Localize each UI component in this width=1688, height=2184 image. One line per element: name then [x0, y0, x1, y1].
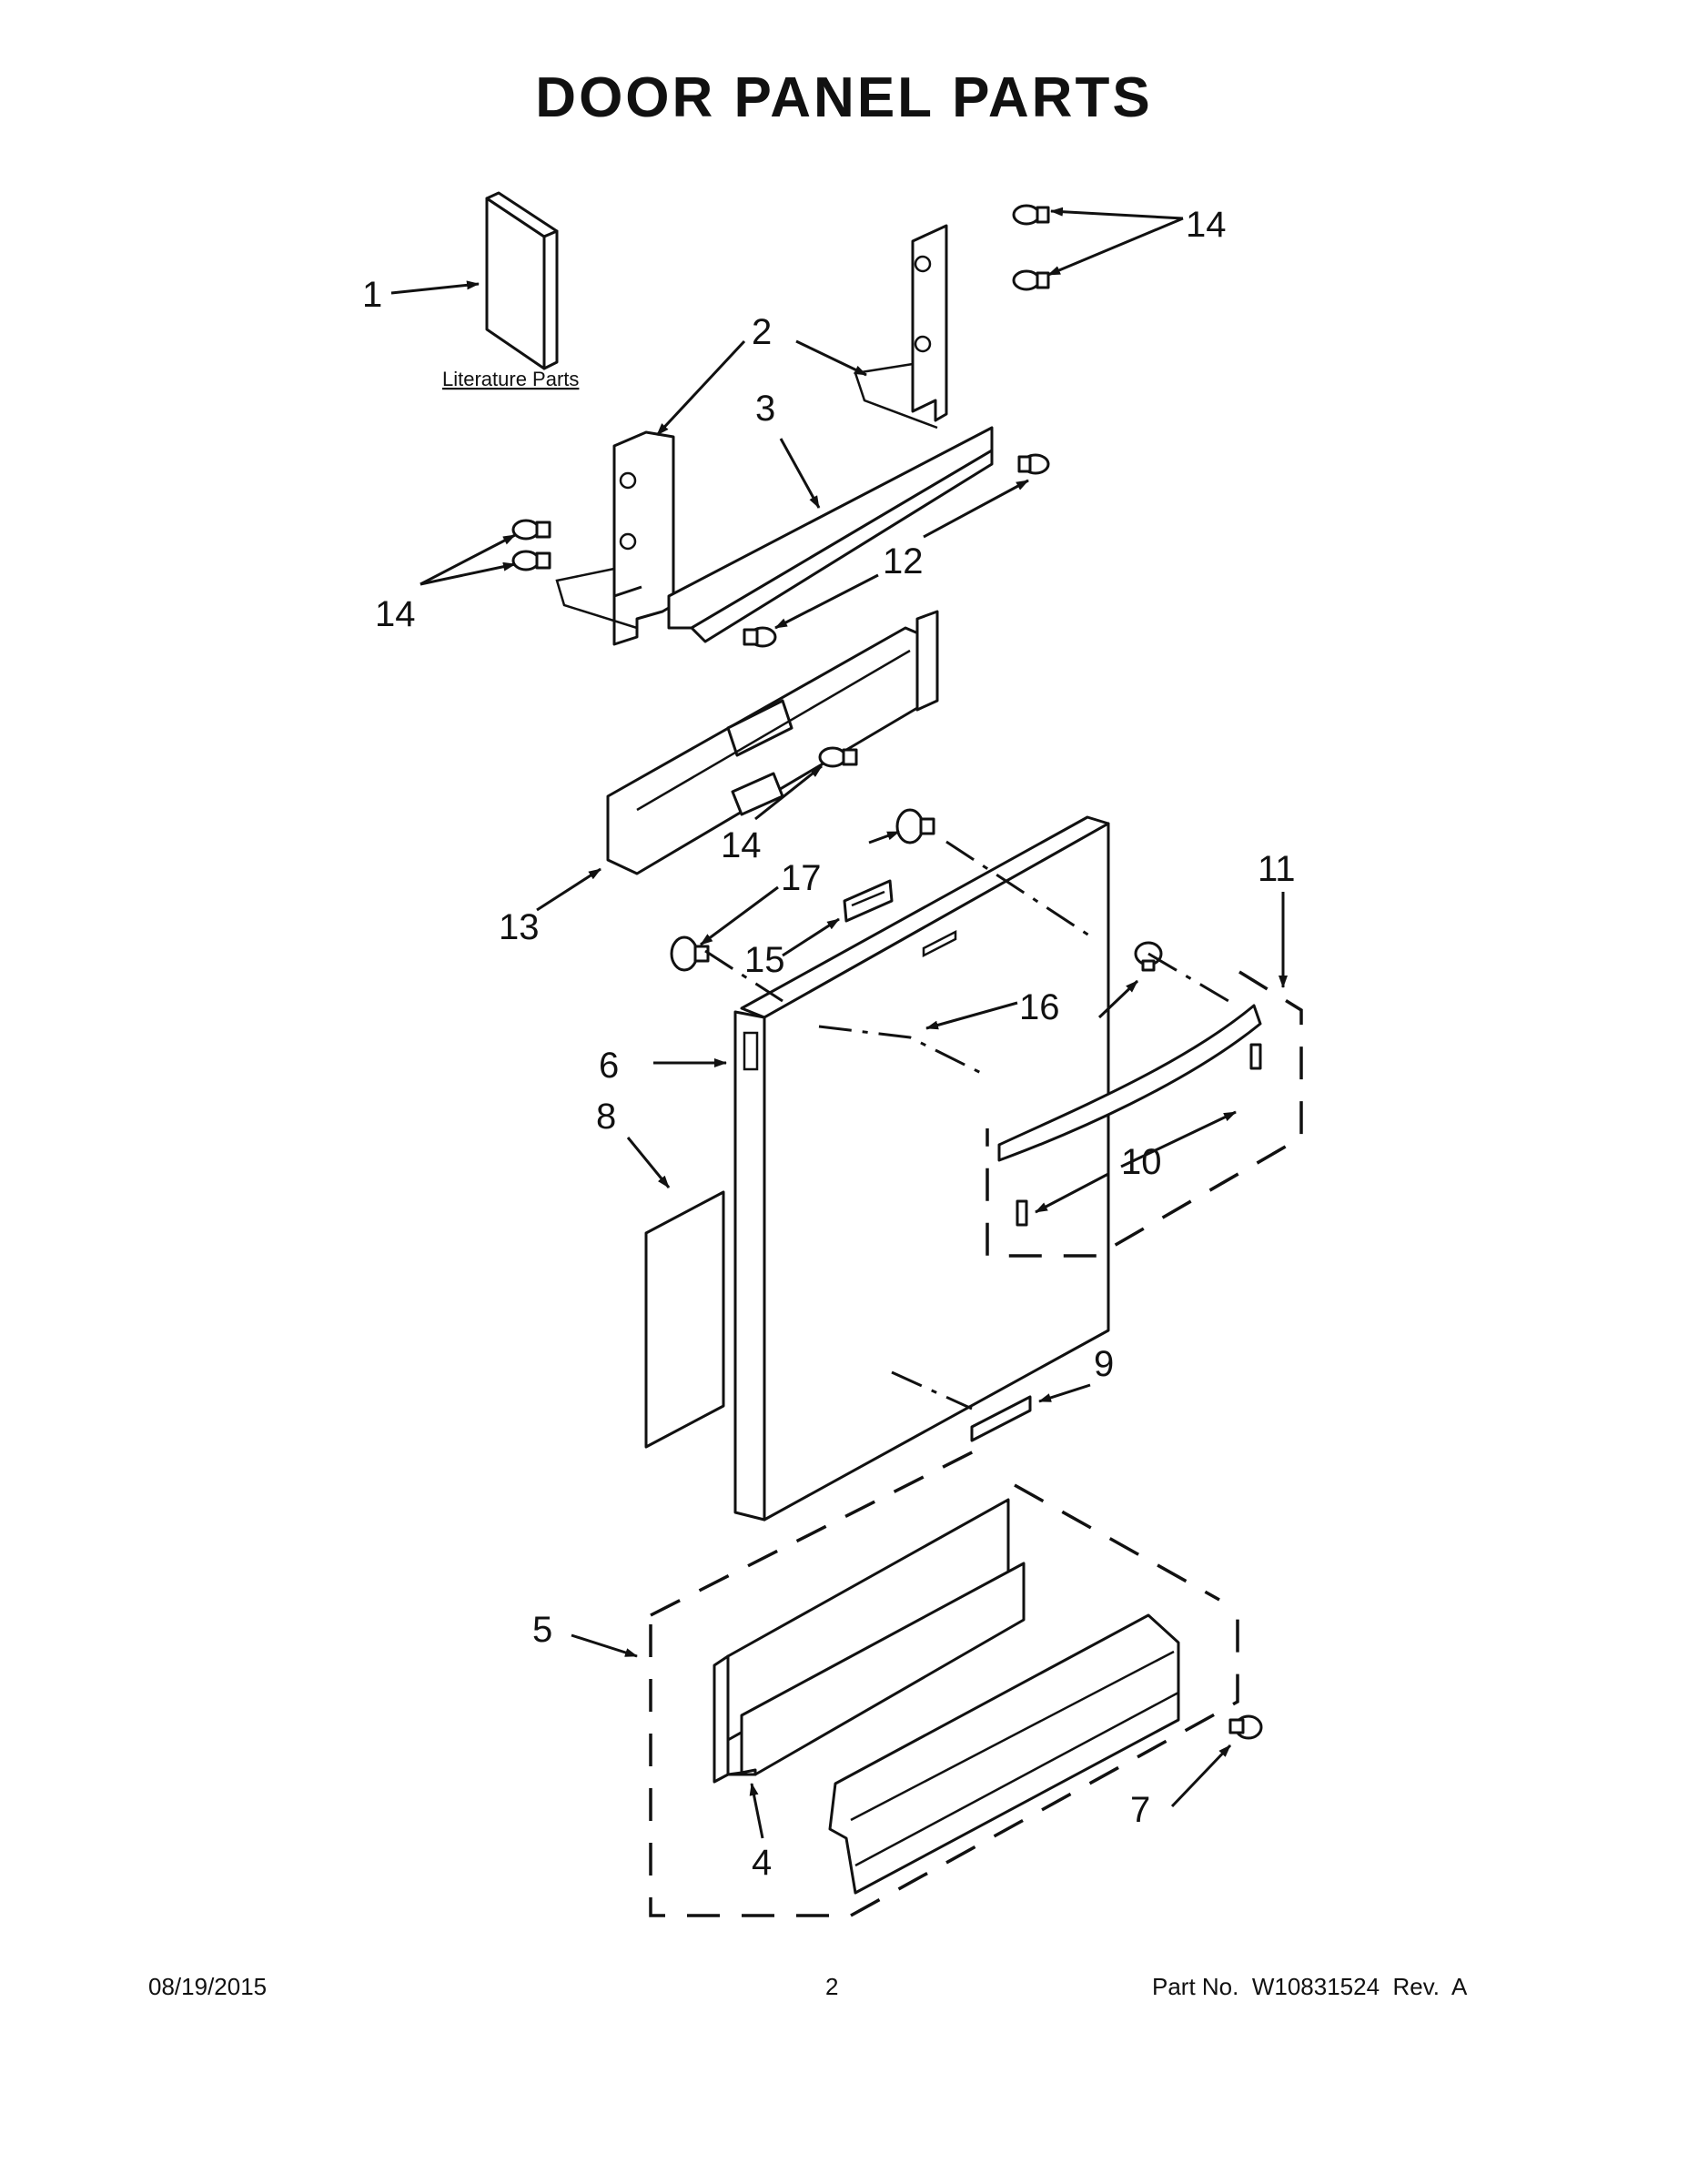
handle-spacer-16-upper	[1134, 941, 1163, 972]
toe-panel-assembly	[649, 1445, 1239, 1917]
footer-part-number: Part No. W10831524 Rev. A	[1152, 1973, 1468, 2000]
callout-9: 9	[1094, 1344, 1114, 1384]
callout-5: 5	[532, 1610, 552, 1650]
callout-1: 1	[362, 275, 382, 315]
door-top-channel	[667, 426, 994, 643]
screw-12-right	[1017, 453, 1050, 475]
door-vent-insert	[843, 879, 894, 923]
callout-7: 7	[1130, 1790, 1150, 1830]
screw-14-console	[818, 746, 858, 768]
control-console-assembly	[606, 610, 939, 875]
callout-14-console: 14	[721, 825, 762, 865]
callout-4: 4	[752, 1843, 772, 1883]
outer-door-panel	[733, 815, 1110, 1522]
callout-14-top: 14	[1186, 205, 1227, 245]
screw-14-top-lower	[1012, 269, 1050, 291]
footer-date: 08/19/2015	[148, 1973, 268, 2000]
door-hinge-bracket-left	[555, 430, 675, 646]
callout-6: 6	[599, 1046, 619, 1086]
page-title: DOOR PANEL PARTS	[535, 66, 1153, 129]
screw-14-top-upper	[1012, 204, 1050, 226]
callout-13: 13	[499, 907, 540, 947]
door-insulation-sheet	[644, 1190, 725, 1449]
screw-12-left	[743, 626, 777, 648]
callout-2: 2	[752, 312, 772, 352]
hinge-pin-17-right	[895, 808, 935, 844]
callout-16: 16	[1019, 987, 1060, 1027]
literature-parts-label: Literature Parts	[442, 368, 579, 390]
leader-lines	[390, 207, 1288, 1839]
door-hinge-bracket-right	[854, 224, 948, 430]
callout-17: 17	[781, 858, 822, 898]
callout-14-left: 14	[375, 594, 416, 634]
alignment-lines	[613, 585, 1229, 1410]
screw-14-left-upper	[511, 519, 551, 541]
screw-14-left-lower	[511, 550, 551, 571]
callout-3: 3	[755, 389, 775, 429]
callout-12: 12	[883, 541, 924, 581]
toe-panel-screw	[1228, 1714, 1263, 1740]
hinge-pin-17-left	[670, 935, 710, 972]
door-badge	[970, 1395, 1032, 1442]
callout-labels: 1 2 3 14 14 12 14 13 17 15 11 16 6 8 10 …	[362, 205, 1296, 1883]
footer-page-number: 2	[825, 1973, 839, 2000]
toe-panel-bracket	[713, 1498, 1026, 1784]
callout-15: 15	[744, 940, 785, 980]
callout-8: 8	[596, 1097, 616, 1137]
callout-10: 10	[1121, 1142, 1162, 1182]
door-handle-assembly	[986, 970, 1303, 1258]
toe-kick-panel	[828, 1613, 1180, 1895]
literature-parts-booklet: Literature Parts	[442, 191, 579, 390]
callout-11: 11	[1258, 849, 1296, 889]
